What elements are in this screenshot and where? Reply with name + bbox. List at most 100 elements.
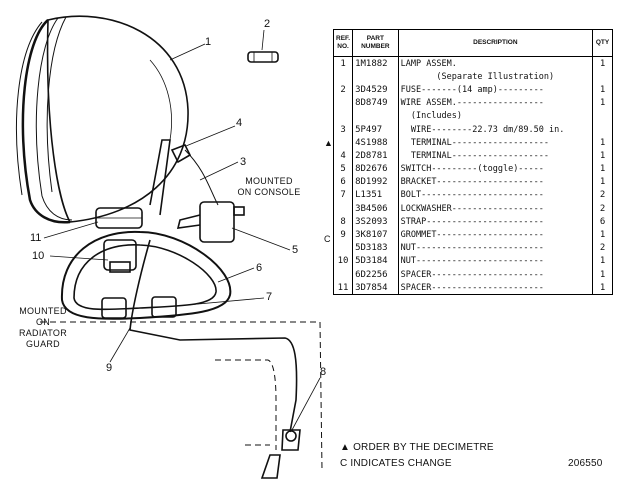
cell-part: 6D2256 bbox=[352, 268, 399, 282]
cell-part: 3D7854 bbox=[352, 281, 399, 296]
callout-7: 7 bbox=[266, 291, 273, 303]
cell-desc: NUT------------------------- bbox=[397, 241, 594, 255]
cell-ref: 3 bbox=[332, 122, 354, 137]
cell-ref: 11 bbox=[332, 281, 354, 296]
cell-qty: 6 bbox=[592, 215, 613, 229]
cell-part: 3S2093 bbox=[352, 215, 399, 229]
mount-guard-line: MOUNTED bbox=[19, 306, 67, 316]
cell-ref: 4 bbox=[332, 149, 354, 163]
cell-qty: 1 bbox=[592, 136, 613, 150]
cell-ref bbox=[332, 96, 354, 110]
callout-6: 6 bbox=[256, 262, 263, 274]
cell-desc: (Separate Illustration) bbox=[397, 70, 594, 84]
callout-4: 4 bbox=[236, 117, 243, 129]
cell-part: 8D1992 bbox=[352, 175, 399, 189]
cell-part: 5D3183 bbox=[352, 241, 399, 255]
cell-qty: 2 bbox=[592, 241, 613, 255]
cell-qty bbox=[592, 122, 613, 137]
cell-ref: 9 bbox=[332, 228, 354, 242]
cell-ref: 10 bbox=[332, 254, 354, 268]
mount-console-label: MOUNTED ON CONSOLE bbox=[226, 176, 312, 198]
cell-desc: WIRE ASSEM.----------------- bbox=[397, 96, 594, 110]
mount-guard-line: RADIATOR bbox=[18, 328, 68, 338]
cell-desc: SWITCH---------(toggle)----- bbox=[397, 162, 594, 176]
cell-part: 8D2676 bbox=[352, 162, 399, 176]
cell-part: 8D8749 bbox=[352, 96, 399, 110]
cell-ref: 7 bbox=[332, 188, 354, 203]
lamp-body bbox=[46, 15, 189, 223]
figure-number: 206550 bbox=[568, 458, 603, 469]
cell-part: 3K8107 bbox=[352, 228, 399, 242]
cell-ref bbox=[332, 70, 354, 84]
callout-5: 5 bbox=[292, 244, 299, 256]
parts-diagram bbox=[16, 15, 323, 479]
header-ref: REF.NO. bbox=[332, 29, 354, 57]
table-row: 4S1988 TERMINAL-------------------1 bbox=[332, 136, 613, 150]
bracket bbox=[60, 230, 232, 320]
cell-ref: 2 bbox=[332, 83, 354, 97]
cell-qty: 1 bbox=[592, 56, 613, 71]
callout-9: 9 bbox=[106, 362, 113, 374]
cell-qty bbox=[592, 70, 613, 84]
cell-ref bbox=[332, 268, 354, 282]
cell-desc: (Includes) bbox=[397, 109, 594, 123]
cell-part: 5P497 bbox=[352, 122, 399, 137]
cell-part: L1351 bbox=[352, 188, 399, 203]
cell-part: 5D3184 bbox=[352, 254, 399, 268]
cell-part bbox=[352, 109, 399, 123]
cell-desc: SPACER---------------------- bbox=[397, 268, 594, 282]
mount-guard-line: GUARD bbox=[25, 339, 60, 349]
cell-qty: 2 bbox=[592, 188, 613, 203]
table-row: (Separate Illustration) bbox=[332, 70, 613, 84]
cell-qty: 1 bbox=[592, 268, 613, 282]
cell-ref: 5 bbox=[332, 162, 354, 176]
cell-part bbox=[352, 70, 399, 84]
cell-qty: 1 bbox=[592, 228, 613, 242]
cell-ref bbox=[332, 136, 354, 150]
cell-qty: 1 bbox=[592, 83, 613, 97]
cell-part: 1M1882 bbox=[352, 56, 399, 71]
cell-qty bbox=[592, 109, 613, 123]
cell-desc: LOCKWASHER------------------ bbox=[397, 202, 594, 216]
cell-desc: NUT------------------------- bbox=[397, 254, 594, 268]
callout-1: 1 bbox=[205, 36, 212, 48]
cell-desc: BRACKET--------------------- bbox=[397, 175, 594, 189]
note-decimetre: ▲ ORDER BY THE DECIMETRE bbox=[340, 442, 494, 453]
callout-10: 10 bbox=[32, 250, 45, 262]
cell-desc: LAMP ASSEM. bbox=[397, 56, 594, 71]
cell-qty: 1 bbox=[592, 149, 613, 163]
cell-desc: SPACER---------------------- bbox=[397, 281, 594, 296]
cell-desc: FUSE-------(14 amp)--------- bbox=[397, 83, 594, 97]
cell-qty: 1 bbox=[592, 254, 613, 268]
cell-desc: TERMINAL------------------- bbox=[397, 149, 594, 163]
callout-3: 3 bbox=[240, 156, 247, 168]
cell-desc: TERMINAL------------------- bbox=[397, 136, 594, 150]
cell-ref: 6 bbox=[332, 175, 354, 189]
cell-desc: WIRE--------22.73 dm/89.50 in. bbox=[397, 122, 594, 137]
mount-console-line: MOUNTED bbox=[245, 176, 293, 186]
cell-qty: 1 bbox=[592, 281, 613, 296]
cell-ref: 1 bbox=[332, 56, 354, 71]
cell-part: 3D4529 bbox=[352, 83, 399, 97]
cell-ref bbox=[332, 109, 354, 123]
cell-desc: GROMMET--------------------- bbox=[397, 228, 594, 242]
callout-11: 11 bbox=[30, 232, 42, 244]
cell-part: 2D8781 bbox=[352, 149, 399, 163]
change-marker: C bbox=[324, 234, 331, 244]
note-change: C INDICATES CHANGE bbox=[340, 458, 452, 469]
